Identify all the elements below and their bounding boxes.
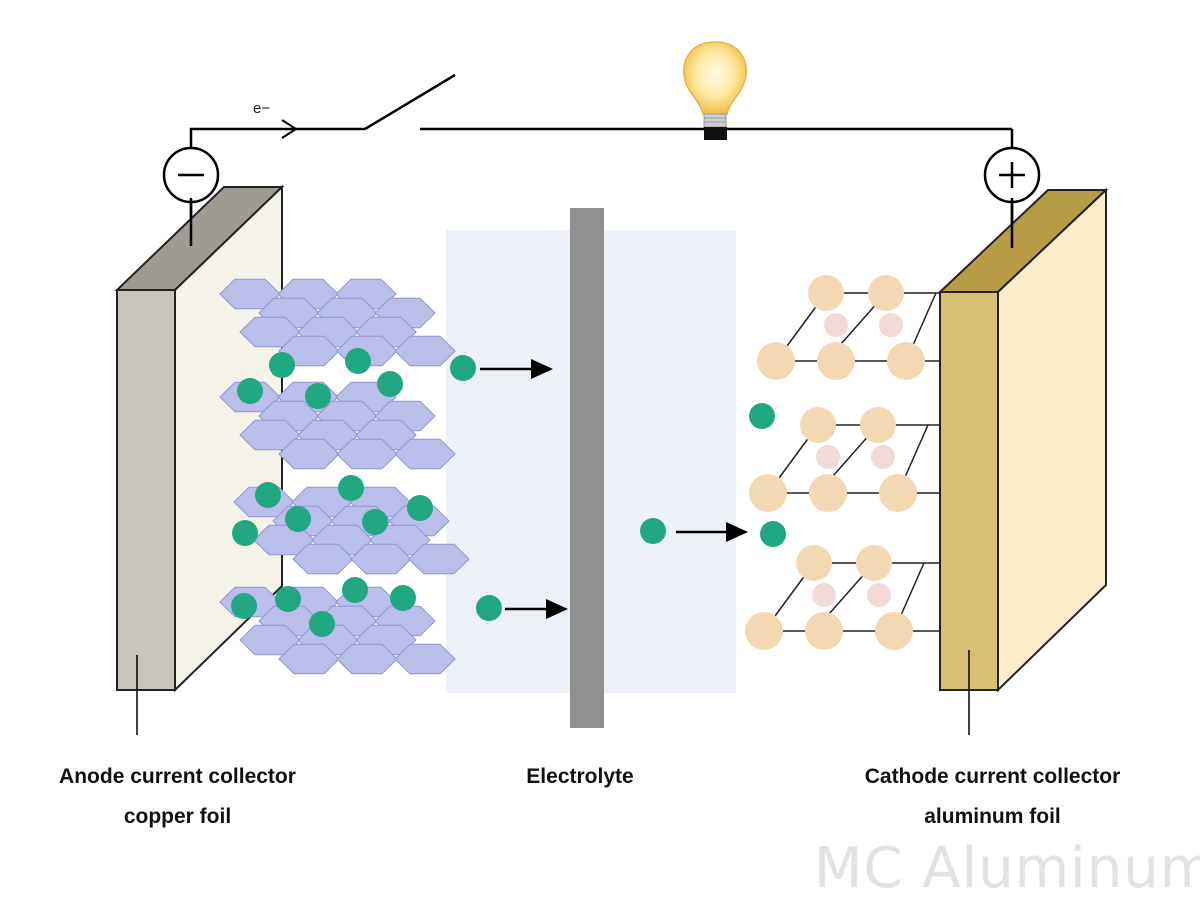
cathode-small-atom <box>812 583 836 607</box>
lithium-ion <box>338 475 364 501</box>
lithium-ion <box>285 506 311 532</box>
anode-label: Anode current collector copper foil <box>30 757 325 837</box>
graphite-hexagon <box>278 643 340 675</box>
cathode-small-atom <box>867 583 891 607</box>
anode-label-line2: copper foil <box>123 805 232 828</box>
cathode-small-atom <box>816 445 840 469</box>
graphite-hexagon <box>336 438 398 470</box>
lithium-ion <box>345 348 371 374</box>
positive-terminal-icon <box>983 146 1041 204</box>
graphite-anode-layers <box>219 278 470 675</box>
lithium-ion <box>749 403 775 429</box>
lithium-ion <box>377 371 403 397</box>
lithium-ion <box>760 521 786 547</box>
cathode-atom <box>805 612 843 650</box>
graphite-hexagon <box>292 543 354 575</box>
electrolyte-label-text: Electrolyte <box>526 765 634 788</box>
cathode-atom <box>757 342 795 380</box>
graphite-hexagon <box>336 643 398 675</box>
lithium-ion <box>231 593 257 619</box>
ion-arrow-head <box>546 599 568 619</box>
lithium-ion <box>640 518 666 544</box>
cathode-atom <box>856 545 892 581</box>
lithium-ion <box>450 355 476 381</box>
anode-label-line1: Anode current collector <box>59 765 296 788</box>
cathode-atom <box>860 407 896 443</box>
lithium-ion <box>390 585 416 611</box>
lithium-ion <box>362 509 388 535</box>
electron-label: e− <box>253 100 270 117</box>
ion-migration-arrows <box>480 359 748 619</box>
cathode-lattice <box>745 275 940 650</box>
graphite-hexagon <box>350 543 412 575</box>
graphite-hexagon <box>278 438 340 470</box>
lithium-ion <box>269 352 295 378</box>
cathode-atom <box>800 407 836 443</box>
electron-flow-arrow <box>281 119 298 139</box>
cathode-atom <box>808 275 844 311</box>
lithium-ions <box>231 348 786 637</box>
cathode-atom <box>879 474 917 512</box>
lithium-ion <box>232 520 258 546</box>
light-bulb-icon <box>683 41 747 140</box>
cathode-atom <box>745 612 783 650</box>
ion-arrow-head <box>726 522 748 542</box>
cathode-label-line2: aluminum foil <box>924 805 1061 828</box>
graphite-hexagon <box>394 438 456 470</box>
cathode-atom <box>749 474 787 512</box>
lithium-ion <box>309 611 335 637</box>
lithium-ion <box>476 595 502 621</box>
electrolyte-label: Electrolyte <box>480 757 680 797</box>
graphite-hexagon <box>408 543 470 575</box>
negative-terminal-icon <box>162 146 220 204</box>
lithium-ion <box>305 383 331 409</box>
cathode-small-atom <box>871 445 895 469</box>
graphite-hexagon <box>394 643 456 675</box>
cathode-atom <box>809 474 847 512</box>
cathode-small-atom <box>879 313 903 337</box>
lithium-ion <box>255 482 281 508</box>
graphite-hexagon <box>394 335 456 367</box>
separator <box>570 208 604 728</box>
cathode-atom <box>817 342 855 380</box>
cathode-atom <box>875 612 913 650</box>
cathode-small-atom <box>824 313 848 337</box>
lithium-ion <box>342 577 368 603</box>
cathode-atom <box>887 342 925 380</box>
watermark: MC Aluminum <box>814 836 1200 901</box>
graphite-hexagon <box>278 335 340 367</box>
ion-arrow-head <box>531 359 553 379</box>
lithium-ion <box>407 495 433 521</box>
lithium-ion <box>275 586 301 612</box>
cathode-label-line1: Cathode current collector <box>864 765 1121 788</box>
cathode-label: Cathode current collector aluminum foil <box>840 757 1145 837</box>
anode-collector <box>114 184 285 693</box>
lithium-ion <box>237 378 263 404</box>
cathode-collector <box>937 187 1109 693</box>
cathode-atom <box>796 545 832 581</box>
cathode-atom <box>868 275 904 311</box>
